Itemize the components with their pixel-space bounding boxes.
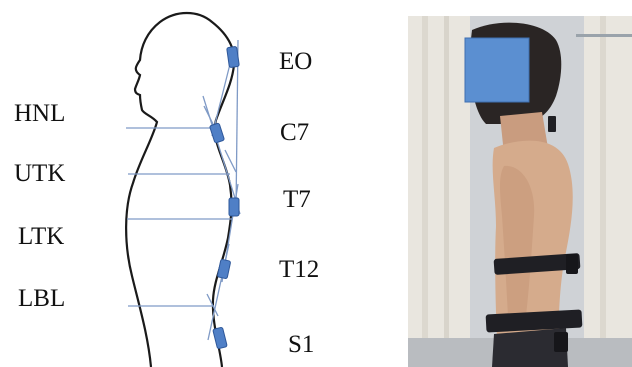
label-hnl: HNL xyxy=(14,100,65,127)
label-s1: S1 xyxy=(288,331,314,358)
label-ltk: LTK xyxy=(18,223,64,250)
strap-sensor-t12 xyxy=(566,254,578,274)
strap-sensor-s1 xyxy=(554,332,568,352)
sensor-t7 xyxy=(229,198,239,216)
sensor-c7 xyxy=(209,123,224,143)
body-silhouette-outline xyxy=(126,13,234,367)
curtain-fold-2 xyxy=(444,16,449,367)
curtain-right xyxy=(584,16,632,367)
curtain-fold-3 xyxy=(600,16,606,367)
curtain-rail xyxy=(576,34,632,37)
sensor-eo xyxy=(227,46,240,67)
label-eo: EO xyxy=(279,48,312,75)
label-t7: T7 xyxy=(283,186,311,213)
label-t12: T12 xyxy=(279,256,319,283)
curtain-left xyxy=(408,16,470,367)
curtain-fold-1 xyxy=(422,16,428,367)
face-mask xyxy=(465,38,529,102)
strap-sensor-c7 xyxy=(548,116,556,132)
sagittal-diagram: HNL UTK LTK LBL EO C7 T7 T12 S1 xyxy=(0,0,372,367)
label-lbl: LBL xyxy=(18,285,65,312)
segment-line-t12-s1 xyxy=(208,244,229,340)
label-utk: UTK xyxy=(14,160,65,187)
sensor-t12 xyxy=(217,259,231,279)
sensor-s1 xyxy=(213,327,228,349)
subject-photo xyxy=(408,16,632,367)
label-c7: C7 xyxy=(280,119,309,146)
subject-photo-drawing xyxy=(408,16,632,367)
